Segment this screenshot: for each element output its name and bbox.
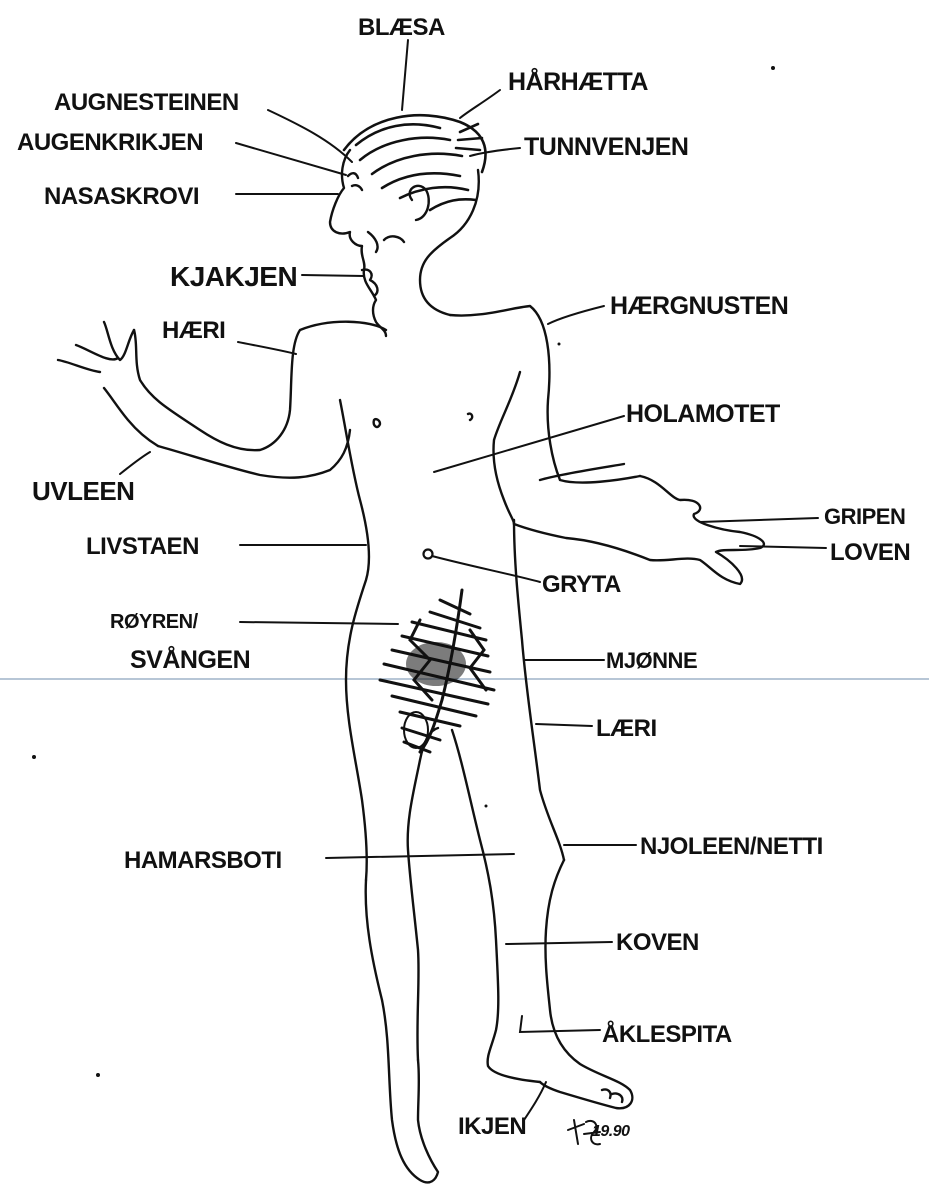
label-mjonne: MJØNNE	[606, 648, 697, 673]
jaw-lines	[368, 232, 404, 252]
label-aklespita: ÅKLESPITA	[602, 1020, 732, 1048]
back-of-head	[420, 170, 479, 315]
label-tunnvenjen: TUNNVENJEN	[524, 133, 688, 161]
label-holamotet: HOLAMOTET	[626, 400, 780, 428]
label-blaesa: BLÆSA	[358, 14, 445, 41]
eye	[348, 173, 362, 190]
label-kjakjen: KJAKJEN	[170, 261, 297, 292]
label-augenkrikjen: AUGENKRIKJEN	[17, 129, 203, 156]
label-haergnusten: HÆRGNUSTEN	[610, 292, 788, 320]
nipple-left	[374, 419, 380, 427]
label-hamarsboti: HAMARSBOTI	[124, 847, 282, 874]
labels: BLÆSA HÅRHÆTTA AUGNESTEINEN AUGENKRIKJEN…	[17, 14, 910, 1140]
label-uvleen: UVLEEN	[32, 476, 134, 506]
speck	[96, 1073, 100, 1077]
label-koven: KOVEN	[616, 929, 699, 956]
torso-left	[340, 400, 369, 880]
leader-lines	[120, 40, 826, 1120]
label-laeri: LÆRI	[596, 715, 657, 742]
label-harhaetta: HÅRHÆTTA	[508, 67, 648, 96]
signature: 19.90	[568, 1120, 630, 1144]
left-leg-outer	[366, 880, 438, 1182]
label-gryta: GRYTA	[542, 571, 621, 598]
label-loven: LOVEN	[830, 539, 910, 566]
left-leg-inner	[408, 728, 438, 1060]
right-leg-outer	[540, 860, 632, 1108]
toes	[602, 1089, 622, 1102]
signature-date: 19.90	[592, 1123, 630, 1140]
label-livstaen: LIVSTAEN	[86, 533, 199, 560]
right-shoulder	[450, 306, 640, 483]
label-augnesteinen: AUGNESTEINEN	[54, 89, 239, 116]
label-njoleen: NJOLEEN/NETTI	[640, 833, 823, 860]
speck	[32, 755, 36, 759]
nipple-right	[468, 414, 472, 420]
label-ikjen: IKJEN	[458, 1113, 526, 1140]
label-svangen: SVÅNGEN	[130, 645, 250, 674]
navel	[424, 550, 433, 559]
speck	[485, 805, 488, 808]
label-gripen: GRIPEN	[824, 504, 905, 529]
label-nasaskrovi: NASASKROVI	[44, 183, 199, 210]
chest-line	[540, 464, 624, 480]
label-haeri: HÆRI	[162, 317, 225, 344]
right-hand	[514, 476, 764, 584]
right-leg-inner	[452, 730, 540, 1082]
hair	[344, 115, 486, 210]
speck	[771, 66, 775, 70]
speck	[558, 343, 561, 346]
left-forearm-lower	[158, 430, 350, 478]
label-royren: RØYREN/	[110, 611, 199, 633]
